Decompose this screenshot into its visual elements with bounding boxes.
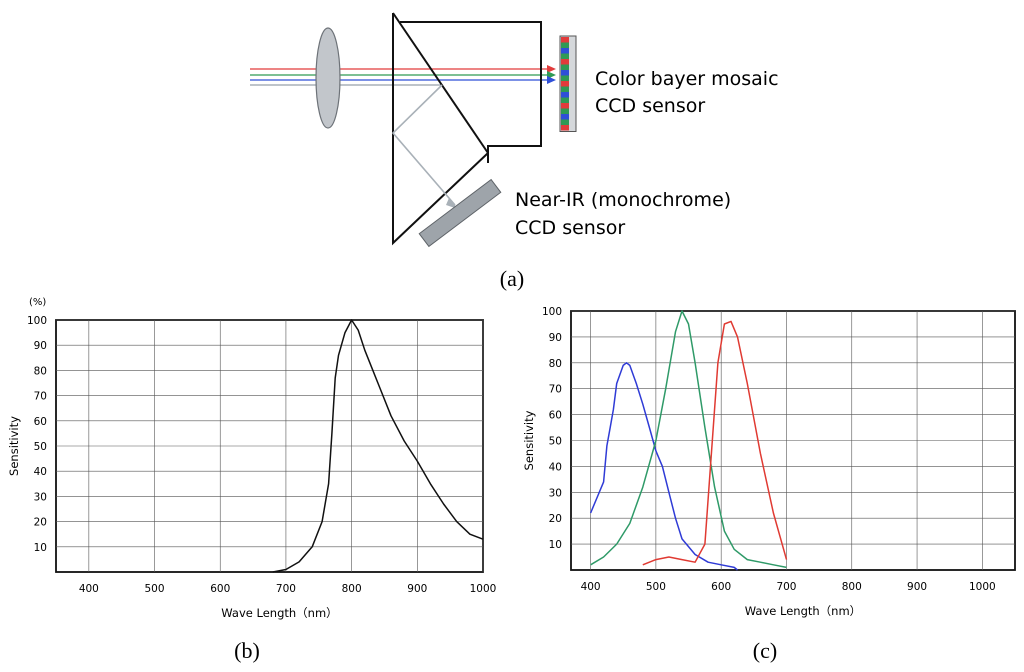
x-tick-label: 900 (907, 581, 927, 593)
nir-sensor-label-line1: Near-IR (monochrome) (515, 189, 731, 211)
bayer-cell (561, 125, 569, 131)
optical-diagram: Color bayer mosaic CCD sensor Near-IR (m… (250, 12, 779, 291)
x-tick-label: 900 (407, 583, 427, 595)
bayer-cell (561, 59, 569, 65)
bayer-cell (561, 53, 569, 59)
x-tick-label: 500 (646, 581, 666, 593)
y-tick-label: 50 (549, 436, 562, 448)
color-sensor-label-line2: CCD sensor (595, 95, 705, 117)
x-tick-label: 700 (276, 583, 296, 595)
bayer-cell (561, 92, 569, 98)
y-tick-label: 30 (34, 491, 47, 503)
x-tick-label: 400 (79, 583, 99, 595)
y-tick-label: 60 (549, 410, 562, 422)
bayer-cell (561, 119, 569, 125)
prism-block (400, 21, 542, 163)
bayer-cell (561, 70, 569, 76)
x-tick-label: 800 (342, 583, 362, 595)
y-tick-label: 40 (549, 461, 562, 473)
bayer-cell (561, 114, 569, 120)
y-tick-label: 90 (34, 340, 47, 352)
panel-label: (b) (234, 638, 260, 663)
y-tick-label: 20 (34, 517, 47, 529)
x-tick-label: 600 (210, 583, 230, 595)
x-axis-label: Wave Length（nm） (221, 606, 337, 620)
y-tick-label: 100 (27, 315, 47, 327)
bayer-cell (561, 108, 569, 114)
beam-nir-path (391, 84, 456, 206)
y-tick-label: 30 (549, 487, 562, 499)
x-axis-label: Wave Length（nm） (745, 604, 861, 618)
y-tick-label: 80 (34, 365, 47, 377)
bayer-cell (561, 75, 569, 81)
x-tick-label: 1000 (969, 581, 996, 593)
color-sensor-label-line1: Color bayer mosaic (595, 68, 779, 90)
x-tick-label: 500 (145, 583, 165, 595)
nir-sensor-label-line2: CCD sensor (515, 217, 625, 239)
arrow-blue-icon (547, 76, 556, 84)
chart-rgb-sensitivity: 400 500 600 700 800 900 1000 10 20 30 40 50 60 70 80 90… (522, 306, 1016, 663)
y-tick-label: 20 (549, 513, 562, 525)
series-line-1 (272, 319, 484, 573)
y-tick-label: 90 (549, 332, 562, 344)
prism-split-face (392, 12, 489, 154)
bayer-cell (561, 48, 569, 54)
x-tick-label: 600 (711, 581, 731, 593)
y-tick-label: 10 (549, 539, 562, 551)
x-tick-label: 400 (581, 581, 601, 593)
arrow-red-icon (547, 65, 556, 73)
nir-sensor (418, 178, 502, 248)
bayer-cell (561, 81, 569, 87)
x-tick-label: 1000 (470, 583, 497, 595)
bayer-cell (561, 97, 569, 103)
y-tick-label: 80 (549, 358, 562, 370)
panel-label: (c) (753, 638, 777, 663)
bayer-mosaic-sensor (559, 35, 577, 132)
series-line-3 (642, 320, 788, 566)
y-tick-label: 70 (34, 391, 47, 403)
lens (315, 27, 341, 129)
y-tick-label: 100 (542, 306, 562, 318)
bayer-cell (561, 37, 569, 43)
prism-outline (392, 13, 489, 246)
y-tick-label: 10 (34, 542, 47, 554)
panel-label-a: (a) (500, 266, 524, 291)
y-axis-label: Sensitivity (522, 410, 536, 470)
series-line-2 (590, 310, 787, 569)
y-tick-label: 50 (34, 441, 47, 453)
x-tick-label: 800 (842, 581, 862, 593)
y-axis-label: Sensitivity (7, 416, 21, 476)
series-line-1 (589, 362, 738, 571)
bayer-cell (561, 64, 569, 70)
y-tick-label: 70 (549, 384, 562, 396)
y-unit-label: (%) (29, 297, 46, 308)
bayer-cell (561, 86, 569, 92)
bayer-cell (561, 103, 569, 109)
x-tick-label: 700 (776, 581, 796, 593)
y-tick-label: 40 (34, 466, 47, 478)
y-tick-label: 60 (34, 416, 47, 428)
bayer-cell (561, 42, 569, 48)
chart-nir-sensitivity: 400 500 600 700 800 900 1000 10 20 30 40 50 60 70 80 90… (7, 297, 496, 663)
